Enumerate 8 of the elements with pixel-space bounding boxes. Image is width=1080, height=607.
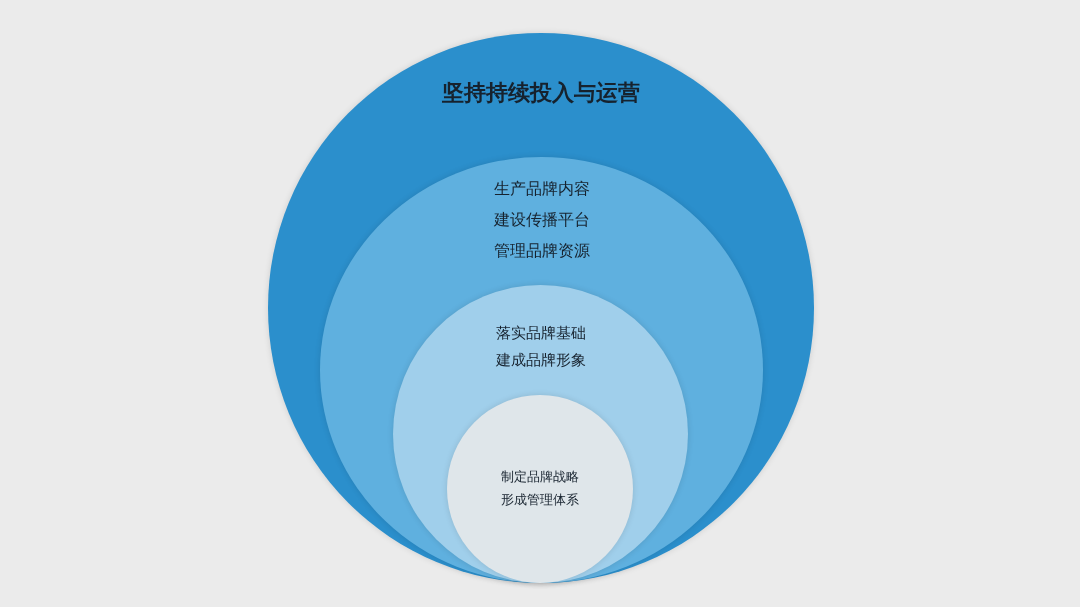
layer-heading: 坚持持续投入与运营 xyxy=(442,80,640,107)
layer-item: 落实品牌基础 xyxy=(495,324,586,342)
layer-item: 生产品牌内容 xyxy=(493,179,590,199)
layer-item: 制定品牌战略 xyxy=(501,469,579,485)
layer-item: 形成管理体系 xyxy=(501,491,579,508)
layer-item: 建设传播平台 xyxy=(493,210,590,230)
layer-item: 建成品牌形象 xyxy=(495,351,586,369)
layer-item: 管理品牌资源 xyxy=(493,241,590,261)
